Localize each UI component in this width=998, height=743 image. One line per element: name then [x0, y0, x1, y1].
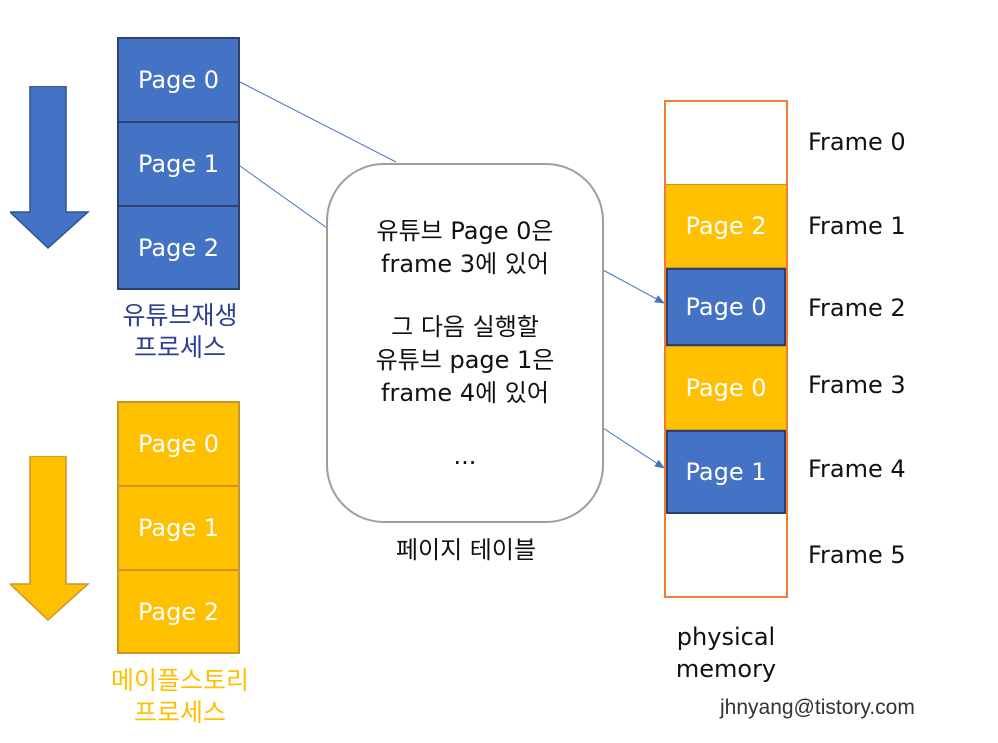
- frame-4-label: Frame 4: [808, 455, 906, 483]
- frame-5-cell: [666, 514, 786, 596]
- maple-page-1: Page 1: [117, 485, 240, 571]
- connector-page1-to-table: [239, 165, 328, 229]
- frame-0-label: Frame 0: [808, 128, 906, 156]
- physical-label-line2: memory: [675, 655, 777, 683]
- page-table-line: frame 3에 있어: [381, 250, 549, 278]
- page-table-line: ...: [453, 442, 477, 470]
- youtube-page-2: Page 2: [117, 205, 240, 290]
- arrow-table-to-frame4: [602, 427, 665, 469]
- frame-4-cell: Page 1: [666, 430, 786, 514]
- physical-label-line1: physical: [676, 623, 776, 651]
- down-arrow-icon: [10, 86, 90, 250]
- frame-1-label: Frame 1: [808, 212, 906, 240]
- maple-page-2: Page 2: [117, 569, 240, 654]
- maple-label-line1: 메이플스토리: [110, 666, 249, 695]
- youtube-label-line2: 프로세스: [133, 333, 226, 362]
- frame-5-label: Frame 5: [808, 541, 906, 569]
- page-table-line: 그 다음 실행할: [391, 313, 539, 341]
- page-table-label: 페이지 테이블: [395, 536, 537, 564]
- maplestory-process-label: 메이플스토리 프로세스: [70, 665, 290, 729]
- page-table-line: 유튜브 page 1은: [375, 346, 555, 374]
- frame-1-cell: Page 2: [666, 184, 786, 268]
- youtube-page-1: Page 1: [117, 121, 240, 207]
- connector-page0-to-table: [239, 81, 397, 163]
- youtube-label-line1: 유튜브재생: [122, 301, 238, 330]
- frame-0-cell: [666, 102, 786, 184]
- page-table: 유튜브 Page 0은 frame 3에 있어 그 다음 실행할 유튜브 pag…: [326, 163, 604, 523]
- frame-2-cell: Page 0: [666, 268, 786, 346]
- maple-label-line2: 프로세스: [133, 698, 226, 727]
- physical-memory: Page 2 Page 0 Page 0 Page 1: [664, 100, 788, 598]
- frame-3-label: Frame 3: [808, 371, 906, 399]
- physical-memory-label: physical memory: [646, 621, 806, 685]
- page-table-line: frame 4에 있어: [381, 379, 549, 407]
- arrow-table-to-frame2: [602, 269, 665, 304]
- maple-page-0: Page 0: [117, 401, 240, 487]
- frame-3-cell: Page 0: [666, 346, 786, 430]
- frame-2-label: Frame 2: [808, 294, 906, 322]
- down-arrow-icon: [10, 456, 90, 622]
- watermark: jhnyang@tistory.com: [720, 696, 915, 719]
- youtube-process-label: 유튜브재생 프로세스: [80, 300, 280, 364]
- page-table-line: 유튜브 Page 0은: [376, 217, 554, 245]
- youtube-page-0: Page 0: [117, 37, 240, 123]
